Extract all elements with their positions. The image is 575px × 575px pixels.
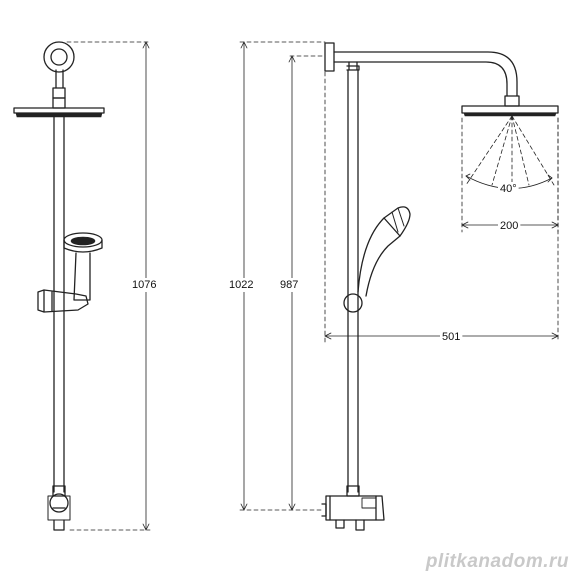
label-backing xyxy=(498,219,521,233)
label-backing xyxy=(498,182,519,196)
spray-angle-label: 40° xyxy=(500,183,517,195)
side-wall-flange xyxy=(324,42,335,72)
side-total-height-dimension xyxy=(239,41,326,511)
label-backing xyxy=(130,278,159,292)
side-slider-knob xyxy=(343,293,363,313)
front-head-hub xyxy=(52,97,66,109)
side-outlet-height-label: 987 xyxy=(280,279,298,291)
side-view: 40° 200 xyxy=(321,42,559,531)
front-hand-shower xyxy=(63,232,103,301)
side-total-height-label: 1022 xyxy=(229,279,253,291)
head-width-label: 200 xyxy=(500,220,518,232)
side-overhead-head xyxy=(461,105,559,114)
label-backing xyxy=(227,278,256,292)
side-wall-flange-bottom xyxy=(321,503,327,517)
side-hand-shower xyxy=(357,206,411,297)
front-overhead-head xyxy=(13,107,105,114)
front-height-label: 1076 xyxy=(132,279,156,291)
front-hand-shower-handle xyxy=(73,252,91,301)
front-arm-neck xyxy=(55,69,64,89)
label-backing xyxy=(440,330,463,344)
front-head-connector xyxy=(52,87,66,99)
front-mixer xyxy=(47,485,71,531)
label-backing xyxy=(278,278,301,292)
side-hand-shower-body xyxy=(357,206,411,297)
arm-projection-label: 501 xyxy=(442,331,460,343)
side-head-connector xyxy=(504,95,520,107)
front-overhead-head-face xyxy=(15,112,103,118)
front-slider-bracket xyxy=(37,289,89,313)
front-wall-mount xyxy=(43,41,75,73)
front-view xyxy=(13,41,105,531)
side-riser-rail xyxy=(347,69,359,493)
front-riser-rail xyxy=(53,116,65,493)
side-shower-arm xyxy=(333,51,518,97)
side-mixer xyxy=(321,485,385,531)
front-wall-mount-inner xyxy=(50,48,68,66)
front-mixer-knob xyxy=(49,493,69,513)
watermark-text: plitkanadom.ru xyxy=(425,551,569,572)
head-width-dimension xyxy=(461,117,559,233)
spray-cone xyxy=(465,115,555,186)
